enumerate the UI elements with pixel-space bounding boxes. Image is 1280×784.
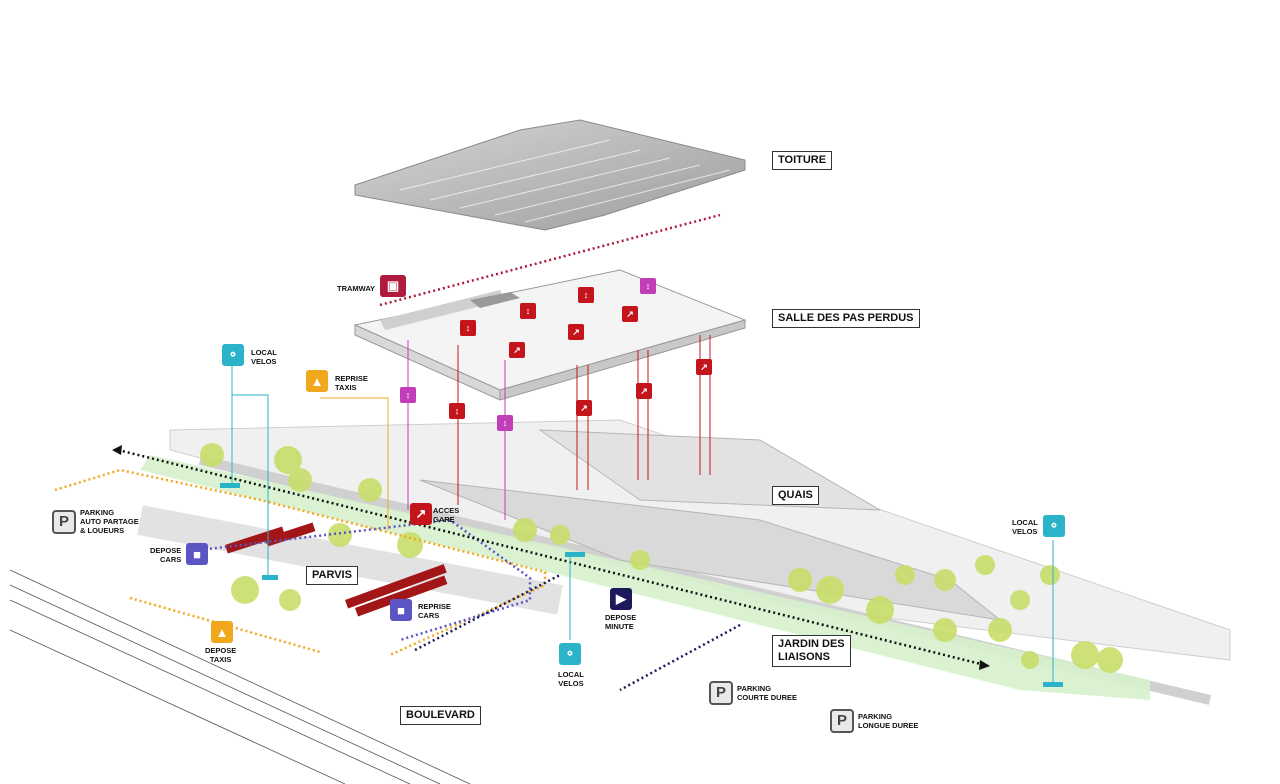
concourse-level xyxy=(353,269,747,401)
vertical-connectors xyxy=(231,335,1054,685)
route-arrow-left xyxy=(112,445,122,455)
elevator-icon: ↕ xyxy=(460,320,476,336)
elevator-icon: ↕ xyxy=(400,387,416,403)
circulation-routes xyxy=(54,213,986,692)
escalator-icon: ↗ xyxy=(622,306,638,322)
elevator-icon: ↕ xyxy=(520,303,536,319)
taxi-icon: ▲ xyxy=(211,621,233,643)
label-toiture: TOITURE xyxy=(772,151,833,170)
label-depose-cars: DEPOSE CARS xyxy=(150,546,182,564)
taxi-icon: ▲ xyxy=(306,370,328,392)
label-jardin-des-liaisons: JARDIN DES LIAISONS xyxy=(772,635,851,667)
route-arrow-right xyxy=(979,660,990,670)
label-depose-taxis: DEPOSE TAXIS xyxy=(205,646,237,664)
bus-icon: ■ xyxy=(186,543,208,565)
label-parking-courte-duree: PARKING COURTE DUREE xyxy=(737,684,798,702)
parking-icon: P xyxy=(709,681,733,705)
label-acces-gare: ACCES GARE xyxy=(433,506,460,524)
escalator-icon: ↗ xyxy=(509,342,525,358)
bicycle-icon: ⚬ xyxy=(559,643,581,665)
pedestrian-icon: ▶ xyxy=(610,588,632,610)
escalator-icon: ↗ xyxy=(410,503,432,525)
elevator-icon: ↕ xyxy=(640,278,656,294)
label-parking-longue-duree: PARKING LONGUE DUREE xyxy=(858,712,919,730)
bicycle-icon: ⚬ xyxy=(1043,515,1065,537)
parking-icon: P xyxy=(52,510,76,534)
trees xyxy=(200,443,1123,673)
boulevard-road xyxy=(9,569,471,784)
label-reprise-cars: REPRISE CARS xyxy=(418,602,451,620)
bike-racks xyxy=(220,483,1063,687)
escalator-icon: ↗ xyxy=(568,324,584,340)
escalator-icon: ↗ xyxy=(636,383,652,399)
ground-level-tracks xyxy=(137,419,1231,705)
roof xyxy=(354,119,746,231)
label-parking-auto-partage: PARKING AUTO PARTAGE & LOUEURS xyxy=(80,508,139,535)
label-local-velos-1: LOCAL VELOS xyxy=(251,348,277,366)
label-local-velos-3: LOCAL VELOS xyxy=(1012,518,1038,536)
tram-icon: ▣ xyxy=(380,275,406,297)
label-quais: QUAIS xyxy=(772,486,819,505)
parking-icon: P xyxy=(830,709,854,733)
label-parvis: PARVIS xyxy=(306,566,358,585)
label-depose-minute: DEPOSE MINUTE xyxy=(605,613,637,631)
escalator-icon: ↗ xyxy=(696,359,712,375)
label-tramway: TRAMWAY xyxy=(337,284,376,293)
buses xyxy=(225,522,448,617)
label-salle-des-pas-perdus: SALLE DES PAS PERDUS xyxy=(772,309,920,328)
bicycle-icon: ⚬ xyxy=(222,344,244,366)
elevator-icon: ↕ xyxy=(497,415,513,431)
label-local-velos-2: LOCAL VELOS xyxy=(558,670,584,688)
jardin-green-strip xyxy=(140,455,1150,700)
bus-icon: ■ xyxy=(390,599,412,621)
elevator-icon: ↕ xyxy=(449,403,465,419)
label-boulevard: BOULEVARD xyxy=(400,706,481,725)
label-reprise-taxis: REPRISE TAXIS xyxy=(335,374,368,392)
elevator-icon: ↕ xyxy=(578,287,594,303)
escalator-icon: ↗ xyxy=(576,400,592,416)
